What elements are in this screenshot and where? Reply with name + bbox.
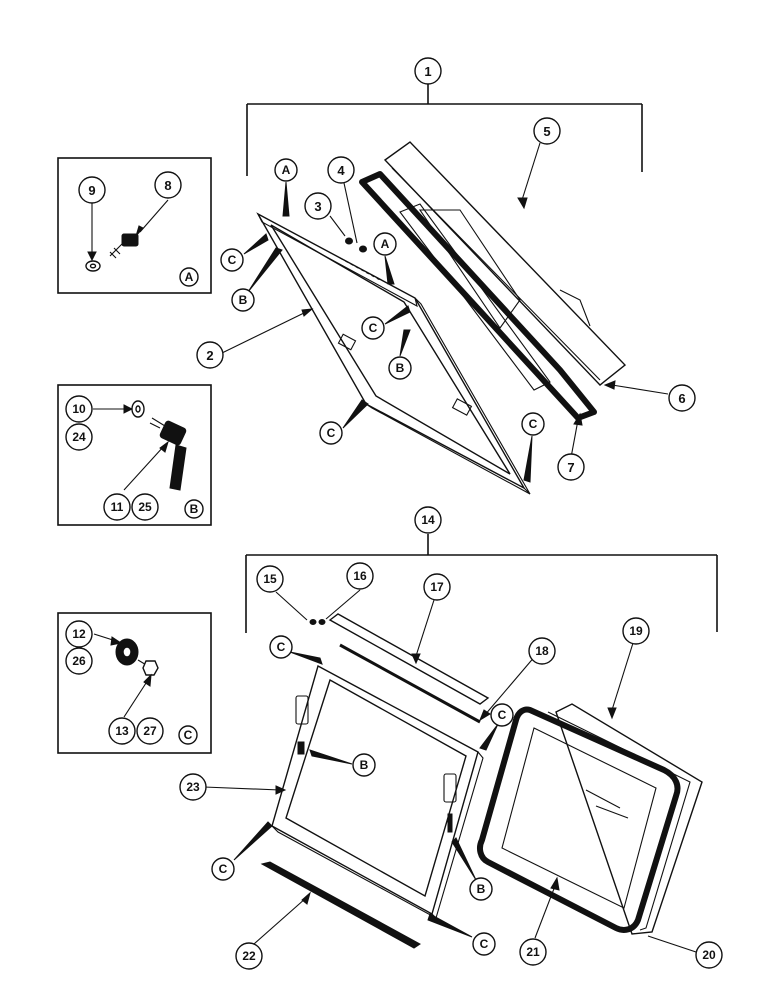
callout-26: 26 xyxy=(65,647,93,675)
ref-c-3: C xyxy=(319,421,343,445)
ref-c-7: C xyxy=(211,857,235,881)
callout-7: 7 xyxy=(557,453,585,481)
ref-c-8: C xyxy=(472,932,496,956)
callout-18: 18 xyxy=(528,637,556,665)
svg-text:17: 17 xyxy=(430,580,444,594)
callout-12: 12 xyxy=(65,620,93,648)
svg-text:20: 20 xyxy=(702,948,716,962)
detail-label-c: C xyxy=(178,725,198,745)
part-5-glass-panel xyxy=(383,141,669,395)
detail-label-a: A xyxy=(179,267,199,287)
callout-24: 24 xyxy=(65,423,93,451)
callout-5: 5 xyxy=(533,117,561,145)
svg-text:14: 14 xyxy=(421,513,435,527)
ref-c-1: C xyxy=(220,248,244,272)
callout-25: 25 xyxy=(131,493,159,521)
svg-text:A: A xyxy=(381,237,390,251)
callout-8: 8 xyxy=(154,171,182,199)
callout-13: 13 xyxy=(108,717,136,745)
svg-text:10: 10 xyxy=(72,402,86,416)
callout-10: 10 xyxy=(65,395,93,423)
svg-text:19: 19 xyxy=(629,624,643,638)
svg-text:26: 26 xyxy=(72,654,86,668)
svg-text:16: 16 xyxy=(353,569,367,583)
ref-b-4: B xyxy=(469,877,493,901)
svg-text:C: C xyxy=(277,640,286,654)
callout-14: 14 xyxy=(414,506,442,534)
svg-text:C: C xyxy=(228,253,237,267)
callout-20: 20 xyxy=(695,941,723,969)
svg-text:B: B xyxy=(396,361,405,375)
callout-17: 17 xyxy=(423,573,451,601)
svg-text:11: 11 xyxy=(111,500,124,514)
callout-19: 19 xyxy=(622,617,650,645)
ref-b-3: B xyxy=(352,753,376,777)
svg-text:B: B xyxy=(360,758,369,772)
callout-9: 9 xyxy=(78,176,106,204)
part-7-gasket xyxy=(359,171,597,464)
svg-text:C: C xyxy=(498,708,507,722)
callout-21: 21 xyxy=(519,938,547,966)
callout-11: 11 xyxy=(103,493,131,521)
callout-27: 27 xyxy=(136,717,164,745)
svg-text:13: 13 xyxy=(115,724,129,738)
svg-text:27: 27 xyxy=(143,724,157,738)
reference-leaders xyxy=(233,181,533,938)
svg-text:24: 24 xyxy=(72,430,86,444)
detail-label-b: B xyxy=(184,499,204,519)
part-22-strip xyxy=(253,861,421,949)
part-3-4-fasteners xyxy=(329,182,381,281)
svg-text:3: 3 xyxy=(314,199,321,214)
assembly-14-bracket xyxy=(245,534,718,633)
callout-15: 15 xyxy=(256,565,284,593)
svg-text:6: 6 xyxy=(678,391,685,406)
svg-text:21: 21 xyxy=(526,945,540,959)
svg-text:C: C xyxy=(480,937,489,951)
ref-b-2: B xyxy=(388,356,412,380)
svg-text:B: B xyxy=(477,882,486,896)
callout-22: 22 xyxy=(235,942,263,970)
svg-text:C: C xyxy=(184,728,193,742)
ref-c-2: C xyxy=(361,316,385,340)
assembly-1-bracket xyxy=(246,84,643,176)
part-17-18-strips xyxy=(275,589,537,724)
svg-text:18: 18 xyxy=(535,644,549,658)
callout-1: 1 xyxy=(414,57,442,85)
svg-text:15: 15 xyxy=(263,572,277,586)
svg-text:C: C xyxy=(369,321,378,335)
callout-4: 4 xyxy=(327,156,355,184)
part-23-lower-frame xyxy=(203,664,484,919)
svg-text:B: B xyxy=(239,293,248,307)
svg-text:25: 25 xyxy=(138,500,152,514)
callout-23: 23 xyxy=(179,773,207,801)
ref-c-5: C xyxy=(269,635,293,659)
svg-text:8: 8 xyxy=(164,178,171,193)
svg-text:C: C xyxy=(327,426,336,440)
svg-text:A: A xyxy=(185,270,194,284)
ref-c-6: C xyxy=(490,703,514,727)
svg-text:7: 7 xyxy=(567,460,574,475)
svg-text:4: 4 xyxy=(337,163,345,178)
ref-b-1: B xyxy=(231,288,255,312)
ref-c-4: C xyxy=(521,412,545,436)
ref-a-1: A xyxy=(274,158,298,182)
callout-3: 3 xyxy=(304,192,332,220)
callout-6: 6 xyxy=(668,384,696,412)
svg-text:12: 12 xyxy=(72,627,86,641)
svg-text:2: 2 xyxy=(206,348,213,363)
svg-text:A: A xyxy=(282,163,291,177)
part-21-gasket xyxy=(477,706,681,939)
svg-text:9: 9 xyxy=(88,183,95,198)
svg-text:1: 1 xyxy=(424,64,431,79)
callout-16: 16 xyxy=(346,562,374,590)
callout-2: 2 xyxy=(196,341,224,369)
svg-text:23: 23 xyxy=(186,780,200,794)
ref-a-2: A xyxy=(373,232,397,256)
svg-text:5: 5 xyxy=(543,124,550,139)
svg-text:C: C xyxy=(219,862,228,876)
svg-text:22: 22 xyxy=(242,949,256,963)
svg-text:B: B xyxy=(190,502,199,516)
svg-text:C: C xyxy=(529,417,538,431)
